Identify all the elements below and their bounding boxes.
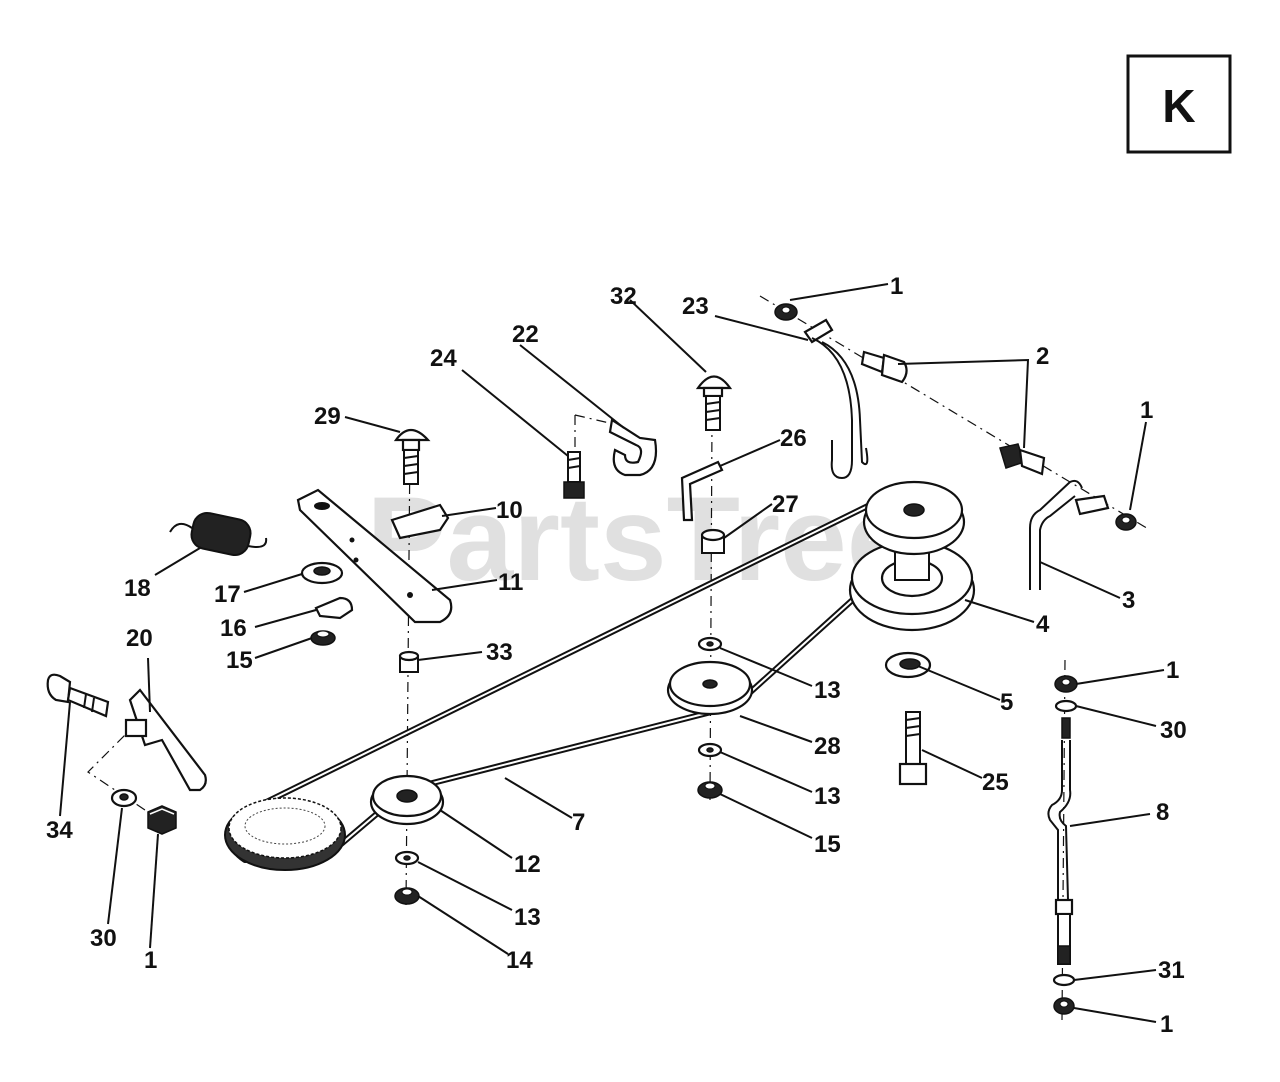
- bolt-2-lower: [999, 443, 1046, 476]
- callout-labels: 1 1 1 1 1 2 3 4 5 7 8 10 11 12 13 13 13 …: [46, 273, 1187, 1038]
- callout-16: 16: [220, 615, 247, 642]
- bolt-25: [898, 711, 928, 786]
- callout-15: 15: [814, 831, 841, 858]
- belt-guide-22: [608, 418, 658, 477]
- callout-13: 13: [514, 904, 541, 931]
- idler-pulley-12: [369, 774, 445, 826]
- callout-30: 30: [1160, 717, 1187, 744]
- clip-16: [314, 596, 354, 620]
- pivot-arm-socket: [124, 718, 148, 738]
- callout-14: 14: [506, 947, 533, 974]
- spacer-27: [700, 528, 726, 554]
- view-letter: K: [1162, 80, 1195, 132]
- callout-7: 7: [572, 809, 585, 836]
- callout-10: 10: [496, 497, 523, 524]
- bracket-10: [390, 503, 450, 540]
- idler-pulley-28: [666, 660, 754, 716]
- nut-1-left: [147, 805, 177, 835]
- callout-32: 32: [610, 283, 637, 310]
- callout-4: 4: [1036, 611, 1050, 638]
- carriage-bolt-32: [695, 375, 733, 431]
- callout-1: 1: [1160, 1011, 1173, 1038]
- callout-15: 15: [226, 647, 253, 674]
- nut-15-left: [310, 630, 336, 646]
- callout-1: 1: [1166, 657, 1179, 684]
- watermark: PartsTree: [366, 472, 913, 606]
- callout-5: 5: [1000, 689, 1013, 716]
- callout-2: 2: [1036, 343, 1049, 370]
- nut-1-right: [1115, 513, 1137, 531]
- callout-33: 33: [486, 639, 513, 666]
- view-letter-box: K: [1126, 54, 1232, 154]
- callout-13: 13: [814, 783, 841, 810]
- callout-30: 30: [90, 925, 117, 952]
- callout-8: 8: [1156, 799, 1169, 826]
- callout-28: 28: [814, 733, 841, 760]
- carriage-bolt-29: [393, 428, 431, 485]
- nut-15-right: [697, 781, 723, 799]
- washer-17: [300, 561, 344, 585]
- washer-30-left: [110, 788, 138, 808]
- callout-11: 11: [498, 569, 523, 596]
- rod-3: [1029, 479, 1110, 590]
- callout-1: 1: [890, 273, 903, 300]
- spacer-33: [398, 650, 420, 673]
- shoulder-bolt-34: [46, 673, 110, 718]
- callout-26: 26: [780, 425, 807, 452]
- callout-22: 22: [512, 321, 539, 348]
- callout-34: 34: [46, 817, 73, 844]
- callout-1: 1: [144, 947, 157, 974]
- engine-pulley: [224, 797, 346, 871]
- washer-30-rod: [1054, 699, 1078, 713]
- callout-24: 24: [430, 345, 457, 372]
- pivot-arm-20: [128, 688, 207, 792]
- bracket-26: [680, 460, 724, 522]
- bolt-24: [563, 451, 585, 499]
- callout-23: 23: [682, 293, 709, 320]
- callout-29: 29: [314, 403, 341, 430]
- washer-5: [884, 651, 932, 679]
- callout-17: 17: [214, 581, 241, 608]
- rod-23: [803, 318, 869, 480]
- bolt-2-upper: [860, 350, 908, 384]
- callout-1: 1: [1140, 397, 1153, 424]
- callout-3: 3: [1122, 587, 1135, 614]
- callout-27: 27: [772, 491, 799, 518]
- rod-8: [1047, 675, 1078, 1015]
- washer-31: [1052, 973, 1076, 987]
- spring-18: [169, 511, 268, 557]
- callout-18: 18: [124, 575, 151, 602]
- double-pulley: [848, 480, 976, 632]
- leader-lines: [59, 283, 1165, 1023]
- callout-12: 12: [514, 851, 541, 878]
- nut-14: [394, 887, 420, 905]
- callout-20: 20: [126, 625, 153, 652]
- callout-25: 25: [982, 769, 1009, 796]
- callout-13: 13: [814, 677, 841, 704]
- nut-1-top: [774, 303, 798, 321]
- callout-31: 31: [1158, 957, 1185, 984]
- idler-arm-11: [296, 488, 453, 624]
